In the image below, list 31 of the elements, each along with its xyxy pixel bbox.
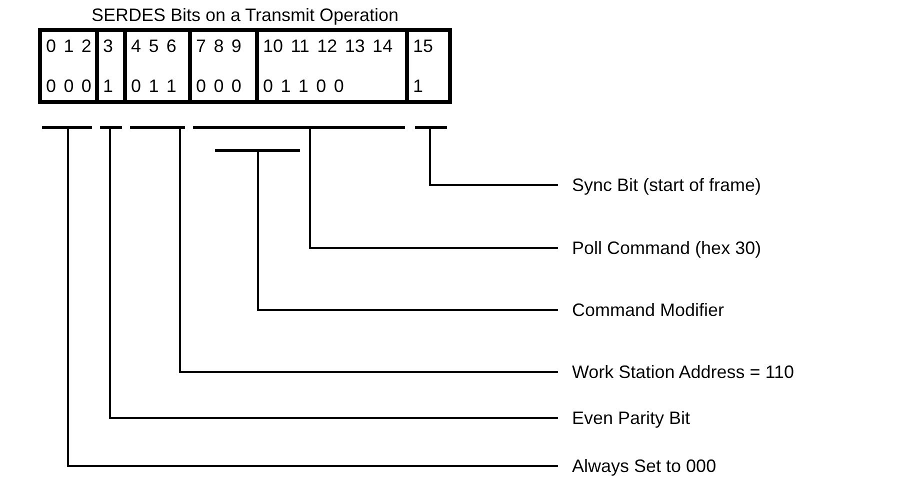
bit-numbers: 4 5 6 [131, 35, 178, 58]
bit-numbers: 0 1 2 [46, 35, 91, 58]
bit-numbers: 15 [413, 35, 434, 58]
bit-range-bar [130, 126, 185, 129]
bit-values: 0 0 0 [46, 75, 91, 98]
bit-values: 1 [413, 75, 424, 98]
bit-range-bar [415, 126, 447, 129]
field-label: Even Parity Bit [558, 406, 690, 430]
leader-line [309, 129, 558, 249]
bit-values: 0 1 1 [131, 75, 178, 98]
bit-numbers: 10 11 12 13 14 [263, 35, 394, 58]
bit-range-bar [193, 126, 405, 129]
bit-values: 0 0 0 [196, 75, 242, 98]
field-label: Always Set to 000 [558, 454, 716, 478]
bit-range-bar [100, 126, 122, 129]
field-label: Sync Bit (start of frame) [558, 173, 762, 197]
leader-line [179, 129, 558, 373]
bit-numbers: 3 [103, 35, 114, 58]
diagram-title: SERDES Bits on a Transmit Operation [90, 4, 400, 26]
field-label: Work Station Address = 110 [558, 360, 794, 384]
leader-line [429, 129, 558, 186]
bit-range-bar [42, 126, 92, 129]
field-label: Command Modifier [558, 298, 724, 322]
leader-line [257, 152, 558, 311]
bit-values: 1 [103, 75, 114, 98]
leader-line [109, 129, 558, 419]
bit-numbers: 7 8 9 [196, 35, 242, 58]
leader-line [67, 129, 558, 467]
bit-values: 0 1 1 0 0 [263, 75, 345, 98]
field-label: Poll Command (hex 30) [558, 236, 762, 260]
bit-range-bar [215, 149, 300, 152]
